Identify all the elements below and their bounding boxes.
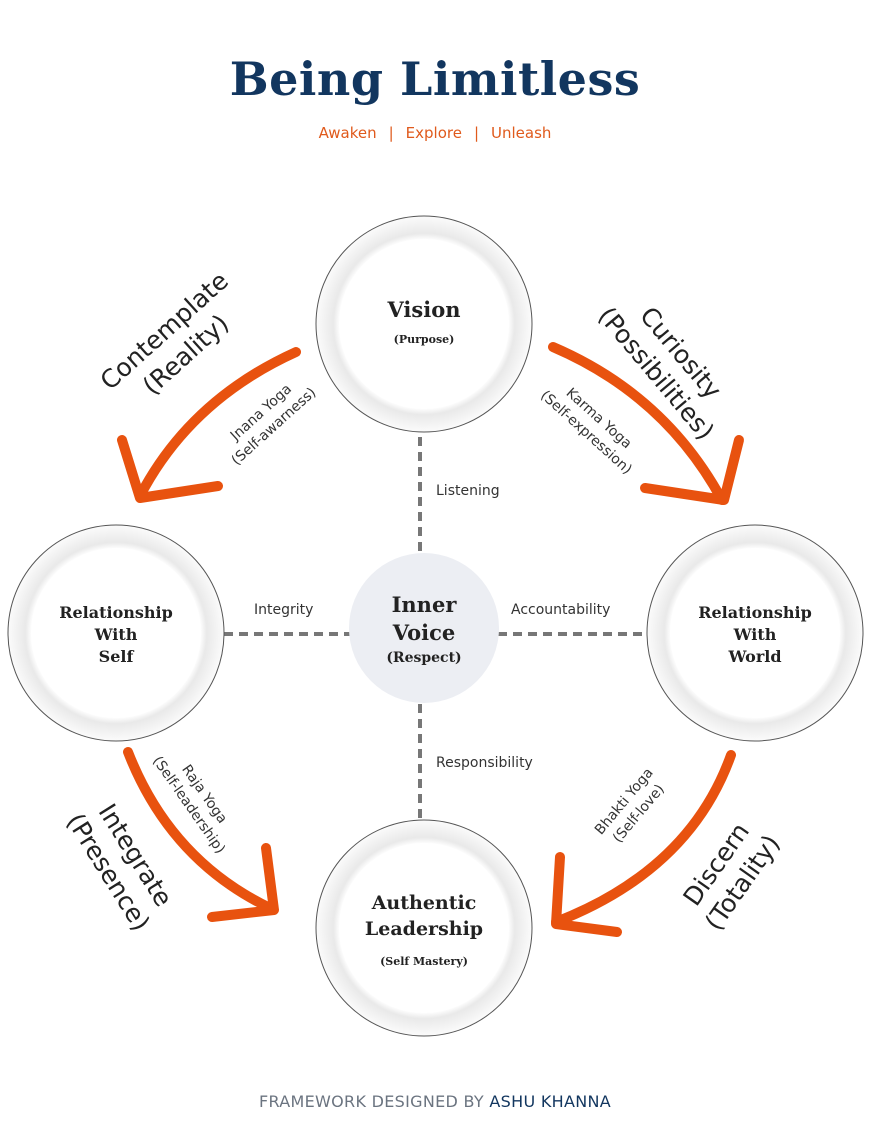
edge-label-responsibility: Responsibility [436,755,533,771]
node-self-line: Relationship [59,603,173,622]
tagline-explore: Explore [405,124,462,142]
tagline: Awaken | Explore | Unleash [0,124,870,142]
tagline-separator: | [388,124,394,142]
tagline-awaken: Awaken [318,124,377,142]
footer-author: ASHU KHANNA [489,1092,611,1111]
tagline-unleash: Unleash [491,124,552,142]
node-relationship-world: Relationship With World [646,524,864,742]
node-world-line: World [727,647,781,666]
node-leadership-line: Authentic [371,892,477,914]
node-self-line: With [94,625,138,644]
node-relationship-self: Relationship With Self [7,524,225,742]
node-center-line: Inner [392,592,458,617]
node-inner-voice: Inner Voice (Respect) [349,553,499,703]
node-authentic-leadership: Authentic Leadership (Self Mastery) [315,819,533,1037]
arrow-yoga-bottom-left: Raja Yoga (Self-leadership) [149,754,230,857]
node-vision-title: Vision [387,297,461,322]
node-self-line: Self [99,647,135,666]
arrow-label-top-left: Contemplate (Reality) [95,266,235,400]
connectors [224,437,646,822]
arrow-bottom-right [551,750,736,937]
arrow-top-left [117,347,301,503]
node-vision-subtitle: (Purpose) [394,333,455,346]
edge-label-accountability: Accountability [511,602,610,618]
node-world-line: With [733,625,777,644]
node-world-line: Relationship [698,603,812,622]
footer-credit: FRAMEWORK DESIGNED BY ASHU KHANNA [0,1092,870,1111]
edge-label-listening: Listening [436,483,500,499]
arrow-yoga-bottom-right: Bhakti Yoga (Self-love) [592,765,668,846]
arrow-bottom-left [123,747,279,922]
arrow-top-right [548,342,744,505]
page-title: Being Limitless [229,52,641,106]
edge-label-integrity: Integrity [254,602,313,618]
node-leadership-line: Leadership [365,918,483,940]
node-vision: Vision (Purpose) [315,215,533,433]
node-center-line: Voice [392,620,456,645]
node-center-subtitle: (Respect) [386,650,461,666]
tagline-separator: | [473,124,480,142]
node-leadership-subtitle: (Self Mastery) [380,955,468,968]
footer-prefix: FRAMEWORK DESIGNED BY [259,1092,485,1111]
